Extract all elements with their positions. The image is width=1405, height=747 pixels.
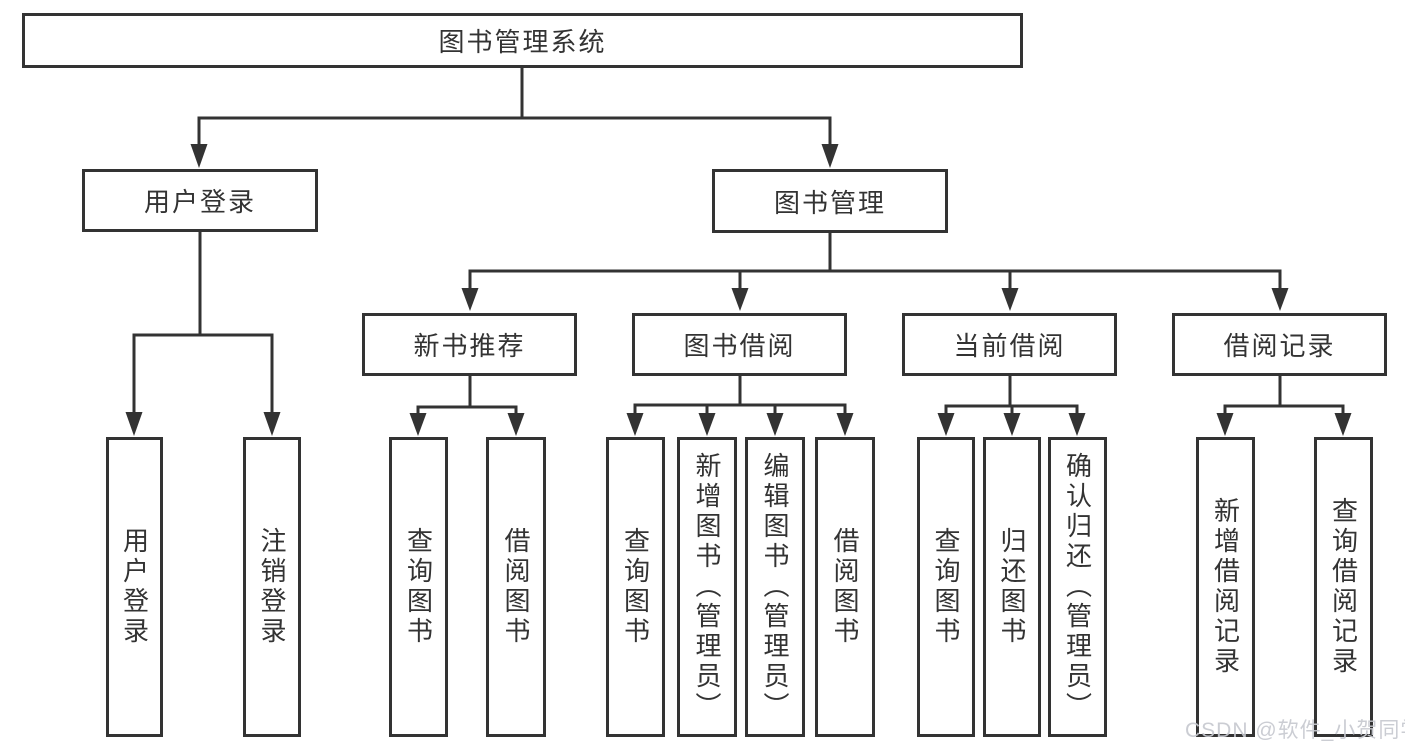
arrowhead <box>507 413 525 436</box>
node-br-query-label: 查询借阅记录 <box>1328 497 1359 677</box>
connector-login-to-children <box>125 230 281 436</box>
arrowhead <box>937 413 955 436</box>
connector-bookborrow-to-children <box>626 373 854 436</box>
connector-root-to-level2 <box>190 66 839 168</box>
arrowhead <box>1001 288 1019 311</box>
node-cb-query: 查询图书 <box>917 437 975 737</box>
node-cb-confirm-label: 确认归还（管理员） <box>1062 452 1093 722</box>
node-bb-add: 新增图书（管理员） <box>677 437 737 737</box>
arrowhead <box>1003 413 1021 436</box>
node-login-logout: 注销登录 <box>243 437 301 737</box>
node-book-borrow: 图书借阅 <box>632 313 847 376</box>
node-br-query: 查询借阅记录 <box>1314 437 1373 737</box>
node-current-borrow-label: 当前借阅 <box>953 331 1066 361</box>
arrowhead <box>731 288 749 311</box>
node-user-login: 用户登录 <box>82 169 318 232</box>
node-book-mgmt-label: 图书管理 <box>773 187 886 218</box>
node-login-user: 用户登录 <box>106 437 163 737</box>
arrowhead <box>263 412 281 436</box>
node-br-add: 新增借阅记录 <box>1196 437 1255 737</box>
arrowhead <box>836 413 854 436</box>
node-borrow-records-label: 借阅记录 <box>1223 331 1336 361</box>
arrowhead <box>1068 413 1086 436</box>
node-login-user-label: 用户登录 <box>119 527 150 647</box>
node-bb-borrow-label: 借阅图书 <box>830 527 860 647</box>
arrowhead <box>1271 288 1289 311</box>
node-cb-return-label: 归还图书 <box>997 527 1027 647</box>
node-br-add-label: 新增借阅记录 <box>1210 497 1241 677</box>
arrowhead <box>461 288 479 311</box>
node-cb-return: 归还图书 <box>983 437 1041 737</box>
watermark-text: CSDN @软件_小贺同学 <box>1185 719 1405 742</box>
node-bb-query: 查询图书 <box>606 437 665 737</box>
node-root: 图书管理系统 <box>22 13 1023 68</box>
connector-bookmgmt-to-level3 <box>461 231 1289 311</box>
node-bb-edit: 编辑图书（管理员） <box>745 437 805 737</box>
node-new-books: 新书推荐 <box>362 313 577 376</box>
node-current-borrow: 当前借阅 <box>902 313 1117 376</box>
arrowhead <box>1216 413 1234 436</box>
node-login-logout-label: 注销登录 <box>257 527 287 647</box>
node-nb-query-label: 查询图书 <box>403 527 434 647</box>
node-bb-borrow: 借阅图书 <box>815 437 875 737</box>
node-cb-query-label: 查询图书 <box>931 527 961 647</box>
node-nb-borrow-label: 借阅图书 <box>501 527 531 647</box>
node-book-mgmt: 图书管理 <box>712 169 948 233</box>
connector-currentborrow-to-children <box>937 374 1086 436</box>
connector-borrowrecords-to-children <box>1216 374 1352 436</box>
node-borrow-records: 借阅记录 <box>1172 313 1387 376</box>
connector-newbooks-to-children <box>409 373 525 436</box>
arrowhead <box>821 144 839 168</box>
node-bb-edit-label: 编辑图书（管理员） <box>760 452 790 722</box>
arrowhead <box>766 413 784 436</box>
arrowhead <box>190 144 208 168</box>
arrowhead <box>125 412 143 436</box>
node-user-login-label: 用户登录 <box>143 187 256 217</box>
node-nb-query: 查询图书 <box>389 437 448 737</box>
node-book-borrow-label: 图书借阅 <box>683 331 796 361</box>
arrowhead <box>698 413 716 436</box>
arrowhead <box>1334 413 1352 436</box>
node-new-books-label: 新书推荐 <box>413 331 526 361</box>
node-cb-confirm: 确认归还（管理员） <box>1048 437 1107 737</box>
node-bb-query-label: 查询图书 <box>620 527 651 647</box>
node-bb-add-label: 新增图书（管理员） <box>692 452 722 722</box>
arrowhead <box>626 413 644 436</box>
node-root-label: 图书管理系统 <box>438 27 607 57</box>
node-nb-borrow: 借阅图书 <box>486 437 546 737</box>
arrowhead <box>409 413 427 436</box>
